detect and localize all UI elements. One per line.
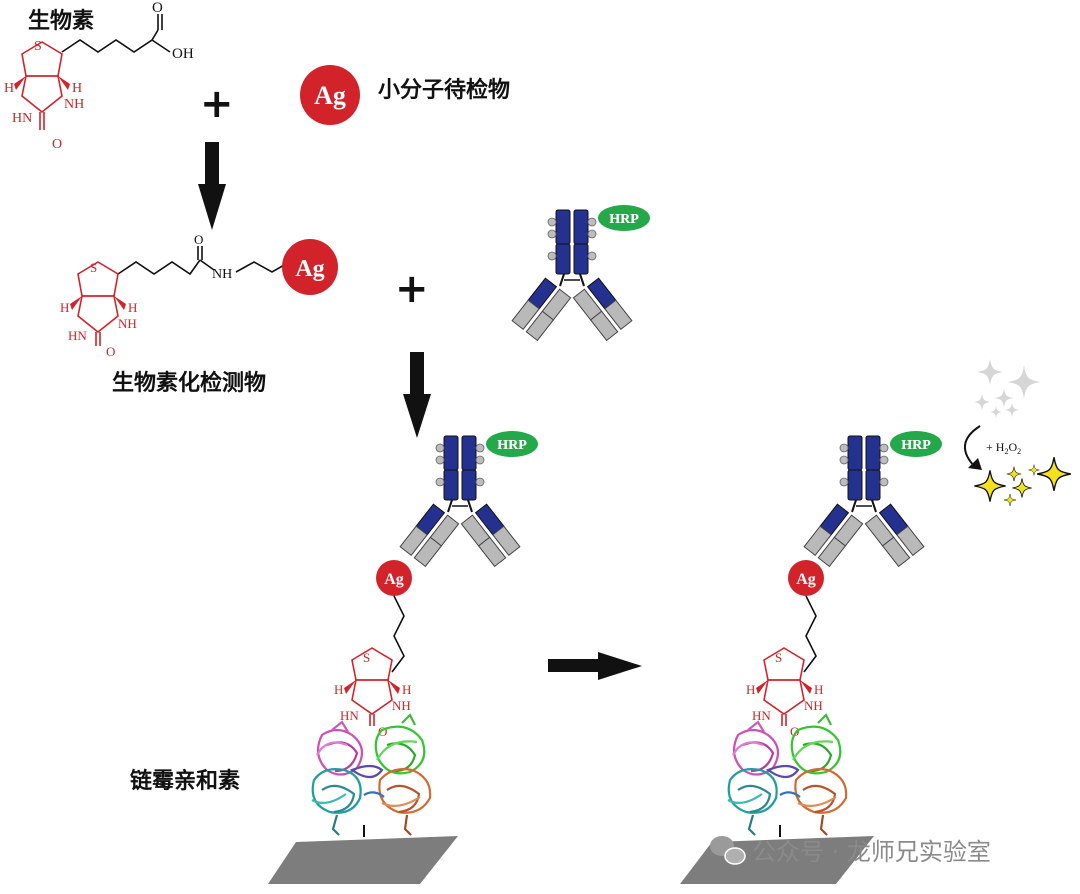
amide-oxygen: O <box>194 232 203 247</box>
urea-oxygen-3: O <box>378 724 387 739</box>
arrow-right <box>548 652 642 680</box>
antigen-label-bound-1: Ag <box>384 571 404 588</box>
hrp-label-free: HRP <box>609 212 639 227</box>
hydrogen-right-4: H <box>814 682 823 697</box>
faded-sparkles <box>973 358 1041 418</box>
hn-left-3: HN <box>340 708 359 723</box>
watermark-text: 公众号 · 龙师兄实验室 <box>752 838 991 866</box>
nh-right-4: NH <box>804 698 823 713</box>
arrow-down-2 <box>403 352 431 438</box>
hrp-label-bound-2: HRP <box>901 438 931 453</box>
substrate-sub-h: 2 <box>1004 447 1008 456</box>
urea-oxygen: O <box>52 137 62 152</box>
hn-left: HN <box>12 111 32 126</box>
hydrogen-right-3: H <box>402 682 411 697</box>
linker-1 <box>391 595 405 673</box>
sulfur-atom-3: S <box>363 650 370 665</box>
plus-sign-2: + <box>395 266 429 312</box>
biotin-bound-2: S H H NH HN O <box>746 647 823 739</box>
antigen-icon-bound-2: Ag <box>788 560 824 596</box>
carbonyl-oxygen: O <box>152 0 163 16</box>
urea-oxygen-4: O <box>790 724 799 739</box>
hydrogen-left: H <box>4 81 14 96</box>
biotin-structure: O OH S H H NH HN O <box>4 0 194 152</box>
antigen-label-bound-2: Ag <box>796 571 816 588</box>
hydrogen-right: H <box>72 81 82 96</box>
urea-oxygen-2: O <box>106 344 115 359</box>
substrate-sub-o: 2 <box>1017 447 1021 456</box>
svg-text:+ H2O2: + H2O2 <box>986 440 1021 456</box>
wechat-icon <box>710 836 746 865</box>
antigen-icon-top: Ag <box>300 65 360 125</box>
watermark: 公众号 · 龙师兄实验室 <box>710 836 991 866</box>
biotinylated-structure: O NH S H H NH HN O Ag <box>60 232 338 359</box>
arrow-down-1 <box>198 142 226 230</box>
signal-sparkles <box>973 456 1072 507</box>
antigen-label-top: Ag <box>314 81 346 110</box>
nh-right-3: NH <box>392 698 411 713</box>
antigen-label-biotinylated: Ag <box>295 256 324 282</box>
hydrogen-left-2: H <box>60 300 69 315</box>
hydroxyl-label: OH <box>172 46 194 62</box>
biotin-bound-1: S H H NH HN O <box>334 647 411 739</box>
hn-left-4: HN <box>752 708 771 723</box>
streptavidin-label: 链霉亲和素 <box>130 768 240 794</box>
hrp-label-bound-1: HRP <box>497 438 527 453</box>
sulfur-atom-4: S <box>775 650 782 665</box>
antigen-icon-bound-1: Ag <box>376 560 412 596</box>
streptavidin-1 <box>310 713 432 839</box>
biotin-label: 生物素 <box>28 8 94 34</box>
hydrogen-left-4: H <box>746 682 755 697</box>
streptavidin-2 <box>726 713 848 839</box>
hydrogen-right-2: H <box>128 300 137 315</box>
substrate-reaction: + H2O2 <box>964 425 1021 470</box>
amide-nh: NH <box>212 267 232 282</box>
biotinylated-label: 生物素化检测物 <box>112 370 266 396</box>
substrate-prefix: + H <box>986 440 1005 454</box>
hydrogen-left-3: H <box>334 682 343 697</box>
solid-plate-1 <box>268 836 458 884</box>
small-molecule-label: 小分子待检物 <box>378 77 510 103</box>
linker-2 <box>803 595 817 673</box>
nh-right: NH <box>64 97 84 112</box>
plus-sign-1: + <box>200 81 234 127</box>
hn-left-2: HN <box>68 328 87 343</box>
sulfur-atom: S <box>34 39 42 54</box>
sulfur-atom-2: S <box>90 260 97 275</box>
substrate-o: O <box>1008 440 1017 454</box>
nh-right-2: NH <box>118 316 137 331</box>
